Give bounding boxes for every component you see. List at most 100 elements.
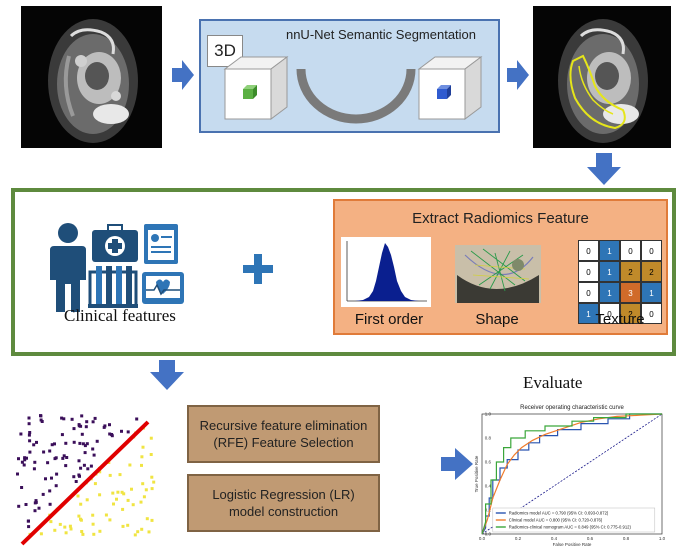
class-a-point	[77, 459, 81, 463]
unet-diagram	[223, 56, 483, 124]
decision-boundary-line	[20, 420, 150, 546]
class-a-point	[82, 463, 86, 467]
y-tick-label: 0.4	[485, 484, 492, 489]
class-a-point	[20, 486, 24, 489]
class-b-point	[58, 522, 62, 526]
class-a-point	[110, 434, 114, 438]
texture-cell: 0	[599, 303, 620, 324]
class-a-point	[27, 422, 31, 426]
class-a-point	[53, 442, 56, 446]
class-a-point	[86, 467, 90, 471]
plus-icon	[243, 254, 273, 284]
class-b-point	[118, 473, 122, 477]
class-b-point	[140, 455, 144, 459]
classification-scatter	[16, 414, 156, 546]
class-b-point	[39, 532, 43, 536]
segmented-scan-graphic	[533, 6, 671, 148]
class-a-point	[72, 475, 76, 479]
class-a-point	[120, 429, 123, 433]
class-a-point	[23, 456, 27, 460]
class-b-point	[128, 463, 132, 467]
class-b-point	[92, 532, 96, 536]
class-a-point	[48, 502, 52, 506]
texture-cell: 0	[578, 282, 599, 303]
class-a-point	[39, 414, 43, 418]
class-a-point	[17, 504, 21, 508]
class-a-point	[33, 460, 37, 464]
class-a-point	[27, 416, 31, 420]
radiomics-title: Extract Radiomics Feature	[412, 210, 589, 227]
arrow-down-icon	[150, 360, 184, 390]
class-a-point	[77, 473, 81, 477]
y-tick-label: 0.6	[485, 460, 492, 465]
class-a-point	[44, 477, 47, 481]
x-tick-label: 0.6	[587, 536, 594, 541]
class-a-point	[84, 425, 88, 429]
class-a-point	[93, 416, 97, 420]
class-a-point	[39, 418, 43, 422]
class-a-point	[55, 472, 59, 476]
class-b-point	[149, 453, 153, 456]
class-a-point	[83, 444, 87, 448]
segmentation-contour	[569, 54, 626, 130]
nnunet-title: nnU-Net Semantic Segmentation	[285, 27, 477, 42]
class-b-point	[145, 517, 149, 521]
class-b-point	[81, 532, 85, 536]
class-b-point	[121, 524, 125, 528]
shape-image	[455, 245, 541, 303]
legend-entry: Radiomics-clinical nomogram AUC = 0.849 …	[509, 525, 632, 530]
class-a-point	[54, 456, 58, 460]
roc-series-line-0	[481, 413, 662, 535]
class-a-point	[80, 432, 84, 436]
class-a-point	[32, 467, 36, 471]
plot-frame	[481, 413, 663, 535]
class-a-point	[17, 457, 20, 461]
y-tick-label: 1.0	[485, 412, 492, 417]
class-b-point	[142, 495, 146, 499]
class-b-point	[140, 463, 143, 467]
class-a-point	[20, 460, 24, 464]
class-b-point	[98, 529, 102, 533]
class-a-point	[48, 489, 52, 493]
u-shape	[296, 68, 416, 124]
class-a-point	[72, 427, 76, 431]
texture-cell: 2	[620, 303, 641, 324]
texture-cell: 0	[641, 303, 662, 324]
class-b-point	[64, 531, 68, 535]
first-order-histogram	[341, 237, 431, 307]
class-b-point	[126, 523, 130, 527]
y-axis-label: True Positive Rate	[474, 455, 479, 492]
lr-step-box: Logistic Regression (LR) model construct…	[187, 474, 380, 532]
arrow-right-icon	[441, 448, 473, 480]
medical-kit-icon	[92, 224, 138, 262]
class-b-point	[141, 445, 145, 449]
x-tick-label: 0.8	[623, 536, 630, 541]
class-a-point	[23, 458, 27, 462]
class-a-point	[103, 424, 107, 428]
clinical-icons	[50, 223, 184, 312]
class-a-point	[85, 442, 89, 446]
class-a-point	[42, 450, 46, 454]
class-b-point	[150, 487, 154, 491]
shape-label: Shape	[475, 311, 519, 328]
texture-cell: 0	[578, 261, 599, 282]
class-a-point	[41, 492, 45, 496]
class-a-point	[64, 441, 68, 445]
person-icon	[50, 223, 86, 312]
texture-cell: 0	[641, 240, 662, 261]
texture-cell: 0	[578, 240, 599, 261]
class-b-point	[108, 473, 112, 477]
input-cube	[223, 56, 289, 120]
texture-cell: 1	[641, 282, 662, 303]
arrow-right-icon	[507, 60, 529, 90]
class-b-point	[121, 507, 125, 511]
mri-segmented-image	[533, 6, 671, 148]
class-b-point	[152, 480, 156, 484]
class-b-point	[150, 518, 154, 522]
class-a-point	[24, 503, 28, 506]
class-b-point	[91, 513, 95, 517]
class-a-point	[26, 519, 30, 523]
class-a-point	[72, 440, 76, 444]
class-b-point	[93, 482, 97, 486]
